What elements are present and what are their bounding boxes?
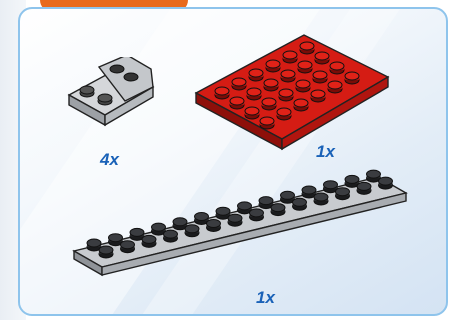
parts-list-panel: 4x 1x 1x [18,7,448,316]
part-grey-long-plate [68,169,413,279]
quantity-label-slope: 4x [100,151,119,168]
part-grey-slope-brick [65,57,165,127]
quantity-label-long-plate: 1x [256,289,275,306]
part-red-plate [192,31,392,151]
quantity-label-red-plate: 1x [316,143,335,160]
